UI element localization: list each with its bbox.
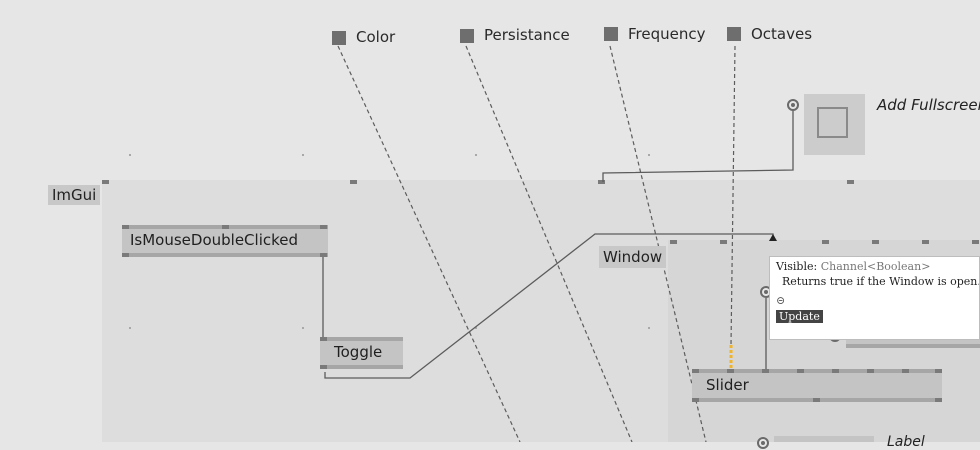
bottom-node[interactable] <box>774 436 874 442</box>
update-button[interactable]: Update <box>776 310 823 323</box>
frequency-input-label: Frequency <box>628 25 706 43</box>
is-mouse-double-clicked-label: IsMouseDoubleClicked <box>130 231 299 249</box>
window-pin[interactable] <box>822 240 829 244</box>
grid-dot <box>129 327 131 329</box>
add-fullscreen-label: Add Fullscreen <box>877 96 980 114</box>
link-persistance <box>465 45 633 442</box>
region-pin[interactable] <box>102 180 109 184</box>
frequency-input-pin[interactable] <box>604 27 618 41</box>
node-pin[interactable] <box>762 369 769 373</box>
tooltip-header: Visible: Channel<Boolean> <box>776 260 973 273</box>
tooltip-info-icon: ⊝ <box>776 294 786 307</box>
grid-dot <box>302 154 304 156</box>
octaves-input-label: Octaves <box>751 25 813 43</box>
persistance-input-label: Persistance <box>484 26 570 44</box>
link-octaves <box>730 45 736 346</box>
node-pin[interactable] <box>797 369 804 373</box>
link-color <box>337 45 521 442</box>
node-pin[interactable] <box>832 369 839 373</box>
node-pin[interactable] <box>320 365 327 369</box>
node-pin[interactable] <box>813 398 820 402</box>
region-pin[interactable] <box>847 180 854 184</box>
grid-dot <box>648 327 650 329</box>
grid-dot <box>648 154 650 156</box>
node-pin[interactable] <box>935 398 942 402</box>
color-input-pin[interactable] <box>332 31 346 45</box>
bottom-label: Label <box>887 434 925 450</box>
node-pin[interactable] <box>122 253 129 257</box>
imgui-region-label: ImGui <box>48 185 101 205</box>
window-pin[interactable] <box>872 240 879 244</box>
node-pin[interactable] <box>935 369 942 373</box>
toggle-label: Toggle <box>334 343 383 361</box>
toggle-node[interactable]: Toggle <box>320 337 403 369</box>
grid-dot <box>475 327 477 329</box>
window-pin[interactable] <box>922 240 929 244</box>
node-pin[interactable] <box>320 337 327 341</box>
node-pin[interactable] <box>867 369 874 373</box>
slider-label: Slider <box>706 376 749 394</box>
region-pin[interactable] <box>350 180 357 184</box>
node-pin[interactable] <box>222 225 229 229</box>
octaves-input-pin[interactable] <box>727 27 741 41</box>
node-pin[interactable] <box>727 369 734 373</box>
region-pin[interactable] <box>598 180 605 184</box>
node-pin[interactable] <box>902 369 909 373</box>
link-fullscreen <box>602 106 794 182</box>
window-pin[interactable] <box>670 240 677 244</box>
color-input-label: Color <box>356 28 396 46</box>
fullscreen-toggle-button[interactable] <box>804 94 865 155</box>
slider-node[interactable]: Slider <box>692 369 942 402</box>
node-pin[interactable] <box>122 225 129 229</box>
window-pin[interactable] <box>720 240 727 244</box>
link-frequency <box>609 45 707 442</box>
bottom-node-pin[interactable] <box>757 437 769 449</box>
grid-dot <box>129 154 131 156</box>
node-pin[interactable] <box>320 225 327 229</box>
grid-dot <box>475 154 477 156</box>
tooltip-pin-type: Channel<Boolean> <box>820 260 931 273</box>
tooltip-pin-name: Visible: <box>776 260 818 273</box>
window-node-label[interactable]: Window <box>599 246 667 268</box>
fullscreen-output-pin[interactable] <box>787 99 799 111</box>
pin-tooltip: Visible: Channel<Boolean> Returns true i… <box>769 256 980 340</box>
node-pin[interactable] <box>692 398 699 402</box>
window-pin-arrow <box>769 234 777 241</box>
tooltip-description: Returns true if the Window is open. S <box>782 275 980 288</box>
grid-dot <box>302 327 304 329</box>
node-pin[interactable] <box>320 253 327 257</box>
node-pin[interactable] <box>692 369 699 373</box>
window-pin[interactable] <box>972 240 979 244</box>
persistance-input-pin[interactable] <box>460 29 474 43</box>
checkbox-icon <box>817 107 848 138</box>
is-mouse-double-clicked-node[interactable]: IsMouseDoubleClicked <box>122 225 328 257</box>
